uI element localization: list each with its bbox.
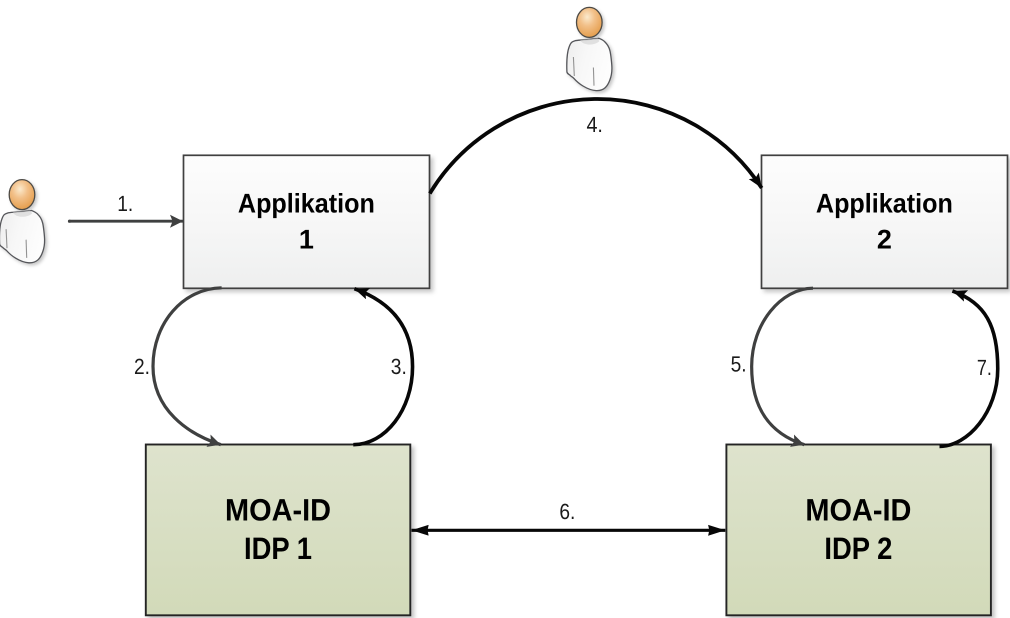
svg-text:MOA-ID: MOA-ID: [225, 493, 331, 528]
svg-text:Applikation: Applikation: [816, 189, 953, 219]
svg-text:2.: 2.: [134, 354, 150, 379]
svg-text:1: 1: [299, 225, 314, 255]
svg-text:6.: 6.: [559, 499, 575, 524]
svg-text:7.: 7.: [977, 355, 992, 380]
svg-text:2: 2: [877, 225, 892, 255]
svg-text:3.: 3.: [391, 354, 407, 379]
svg-text:4.: 4.: [586, 112, 603, 137]
svg-text:IDP 2: IDP 2: [824, 531, 892, 566]
svg-text:1.: 1.: [117, 191, 133, 216]
svg-text:MOA-ID: MOA-ID: [805, 493, 911, 528]
svg-text:5.: 5.: [731, 352, 747, 377]
svg-text:IDP 1: IDP 1: [244, 531, 312, 566]
svg-text:Applikation: Applikation: [238, 189, 375, 219]
